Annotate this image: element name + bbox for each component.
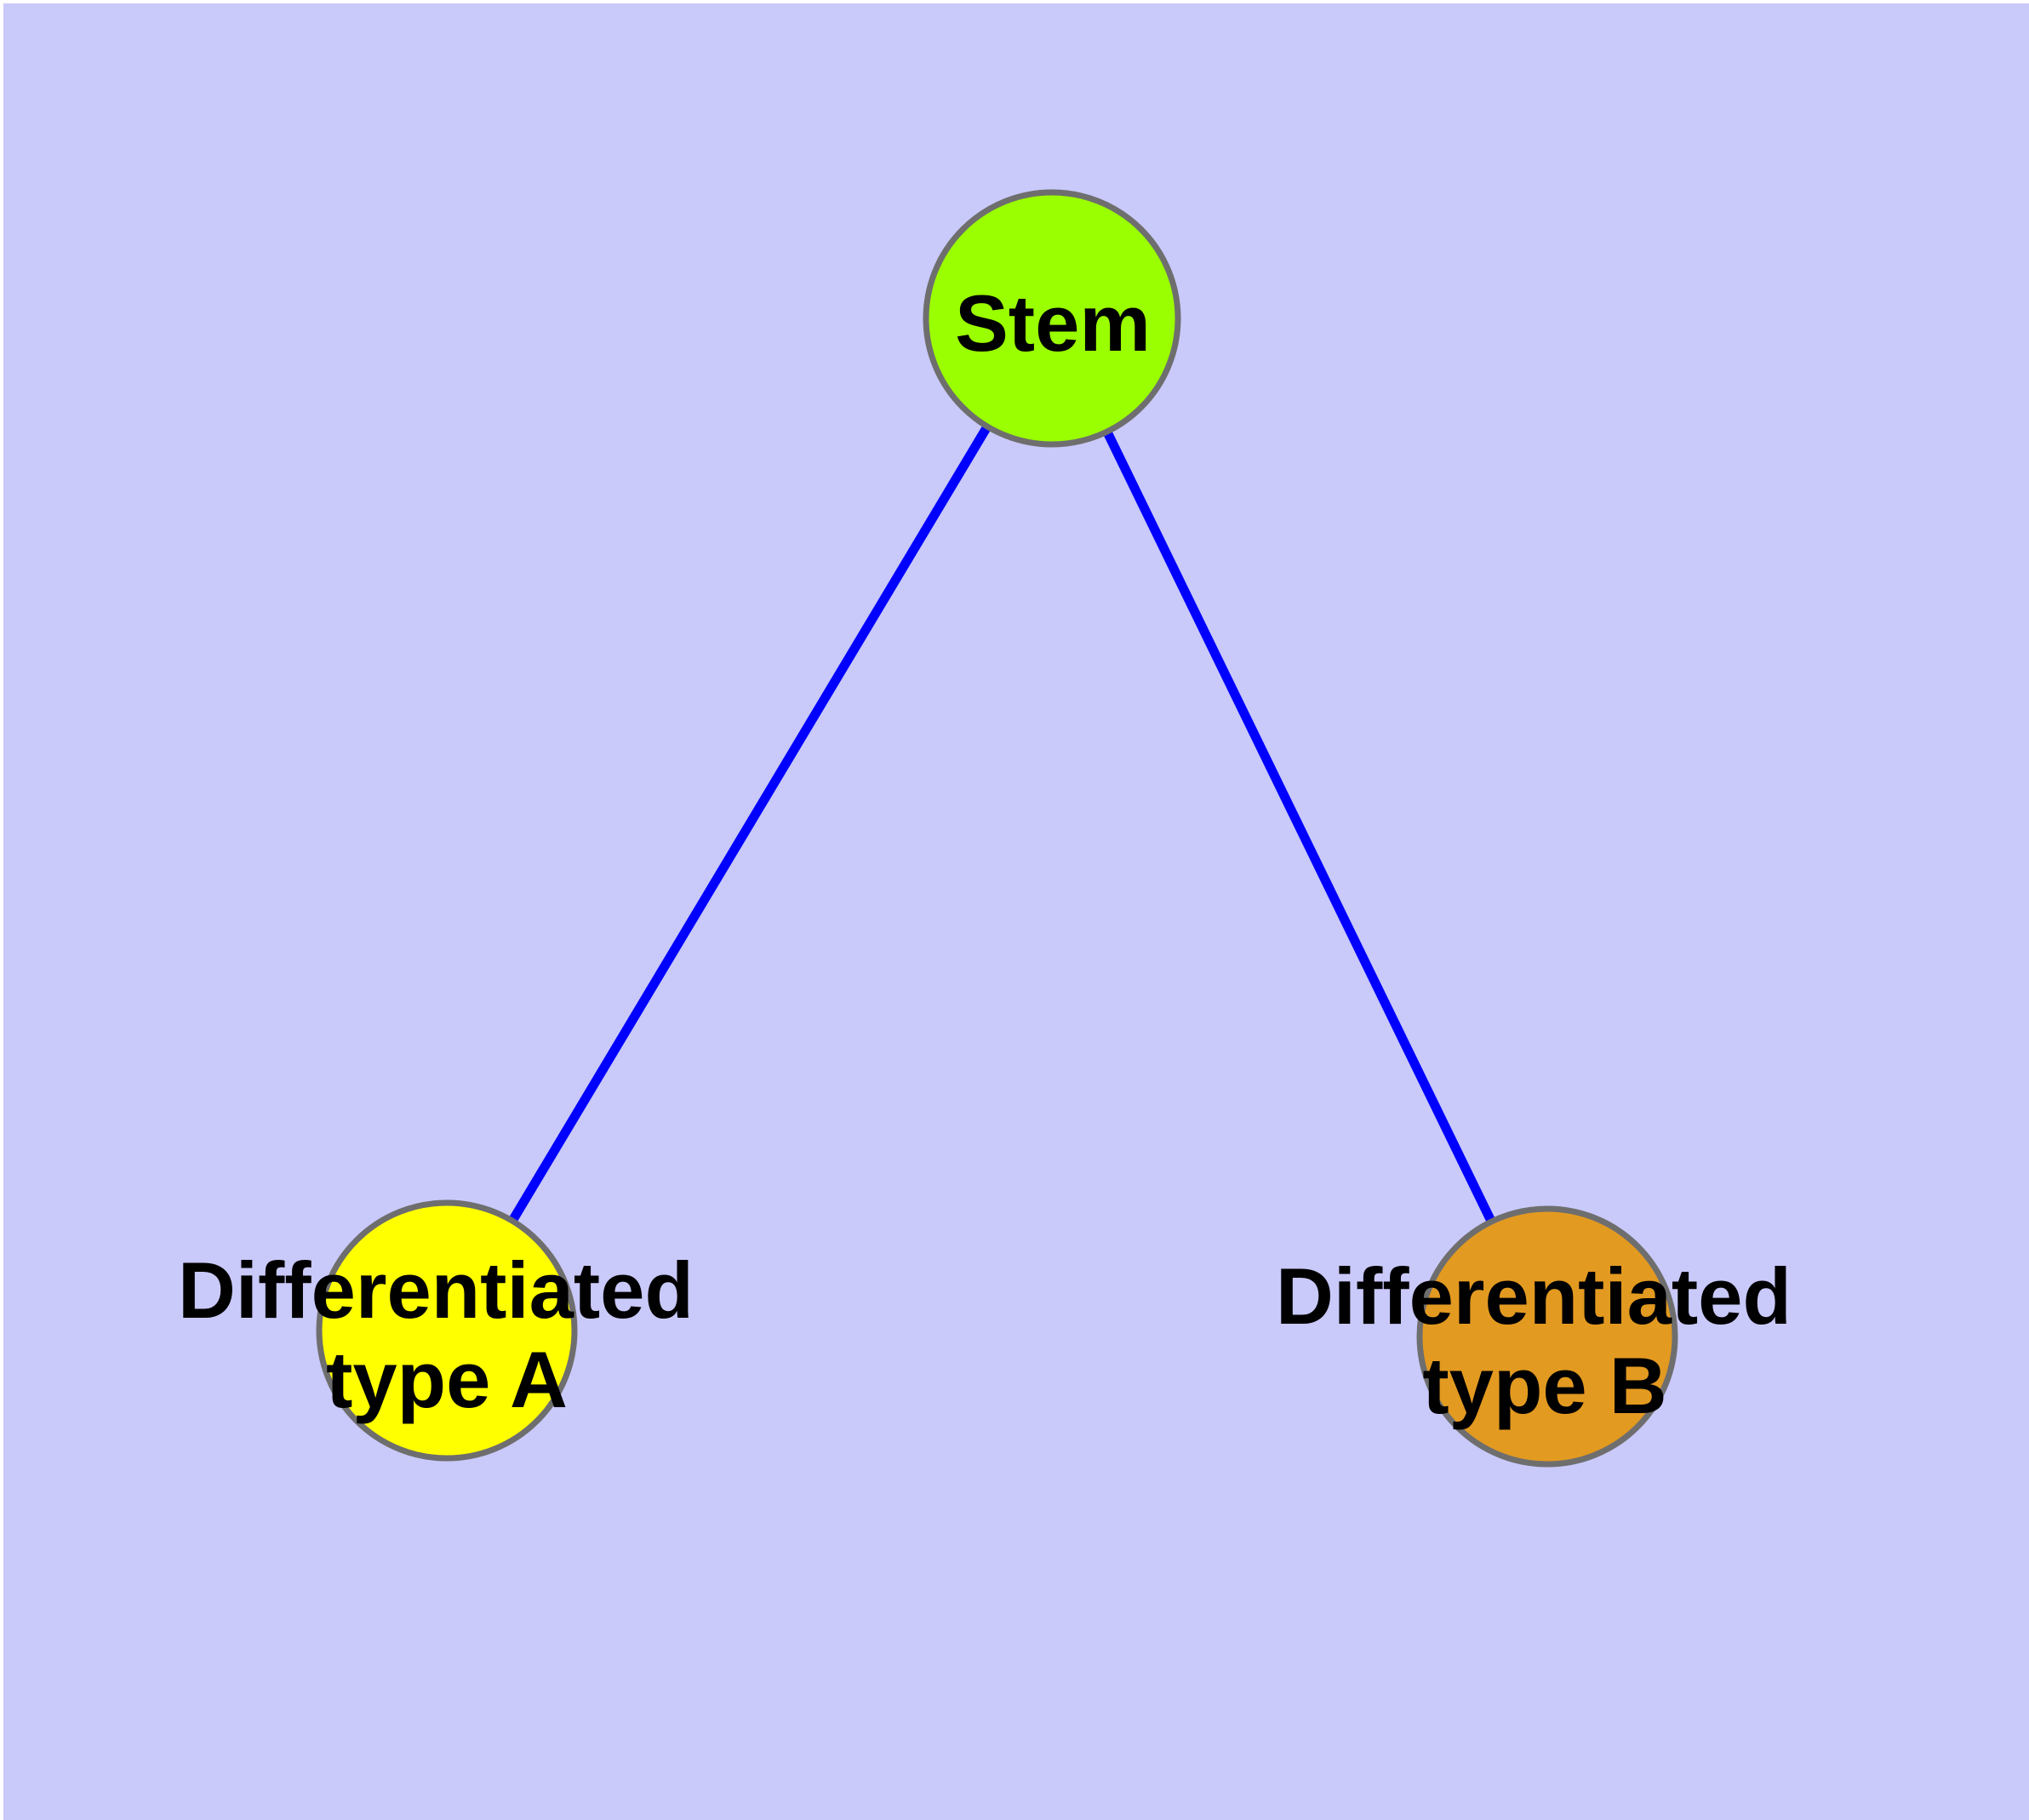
node-differentiated-type-b [1416, 1205, 1678, 1468]
node-differentiated-type-a-label: Differentiated type A [178, 1245, 716, 1424]
edge-stem-to-type-a [443, 316, 1056, 1333]
node-stem-label: Stem [955, 278, 1151, 368]
node-differentiated-type-b-label-line1: Differentiated [1276, 1251, 1792, 1341]
edge-stem-to-type-b [1048, 316, 1552, 1339]
node-differentiated-type-a-label-line2: type A [326, 1335, 568, 1424]
node-differentiated-type-b-label: Differentiated type B [1276, 1251, 1814, 1430]
node-differentiated-type-b-label-line2: type B [1422, 1341, 1666, 1430]
node-differentiated-type-a [316, 1199, 578, 1462]
node-differentiated-type-a-label-line1: Differentiated [178, 1245, 694, 1335]
node-stem [923, 189, 1181, 448]
